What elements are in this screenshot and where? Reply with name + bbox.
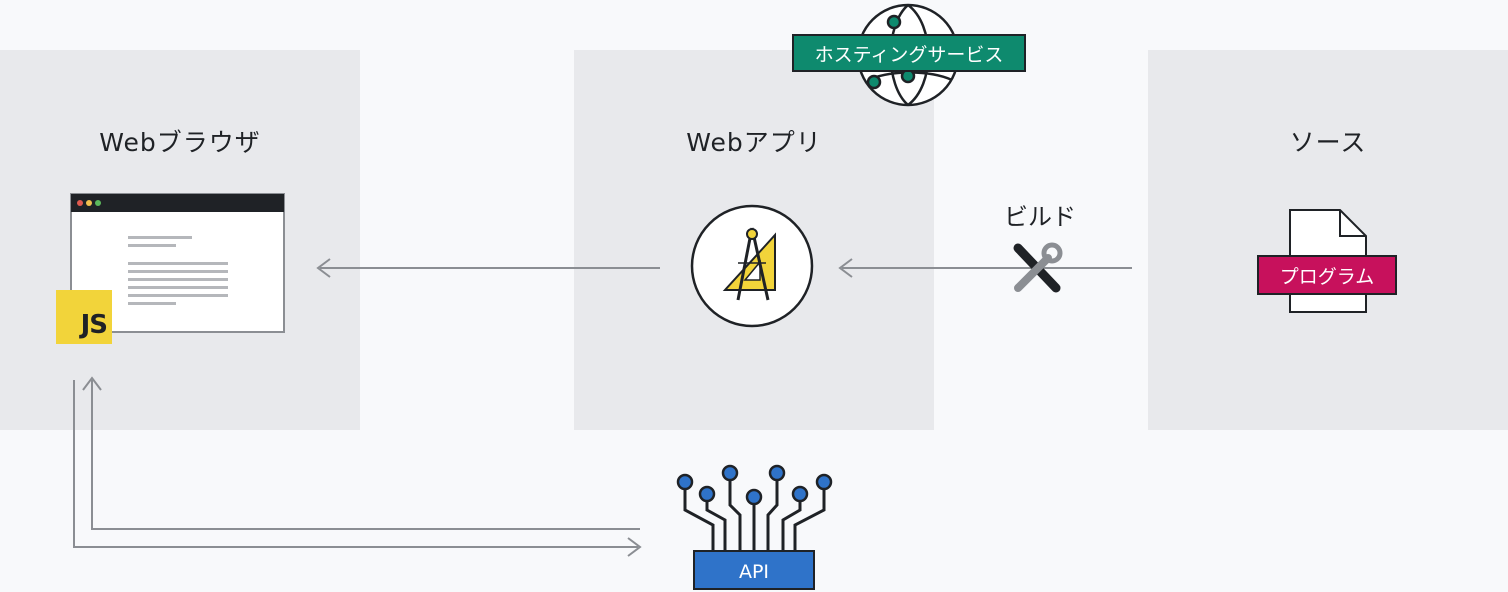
javascript-badge: JS — [56, 290, 112, 344]
flow-arrows — [73, 258, 1132, 557]
webapp-panel-title: Webアプリ — [686, 128, 822, 157]
program-label: プログラム — [1257, 255, 1397, 295]
arrow-browser-to-api — [73, 380, 638, 548]
tools-icon — [1013, 242, 1063, 293]
source-panel-title: ソース — [1289, 128, 1367, 157]
hosting-service-label: ホスティングサービス — [792, 34, 1026, 72]
arrow-head-browser-up — [82, 376, 102, 391]
arrow-head-browser — [316, 258, 331, 278]
build-label: ビルド — [1004, 203, 1076, 231]
arrow-head-webapp — [838, 258, 853, 278]
compass-ruler-icon — [690, 204, 814, 328]
browser-panel-title: Webブラウザ — [99, 128, 261, 157]
circuit-icon — [676, 464, 833, 550]
arrow-head-api — [627, 537, 642, 557]
api-label: API — [693, 550, 815, 590]
arrow-api-to-browser — [91, 380, 640, 530]
